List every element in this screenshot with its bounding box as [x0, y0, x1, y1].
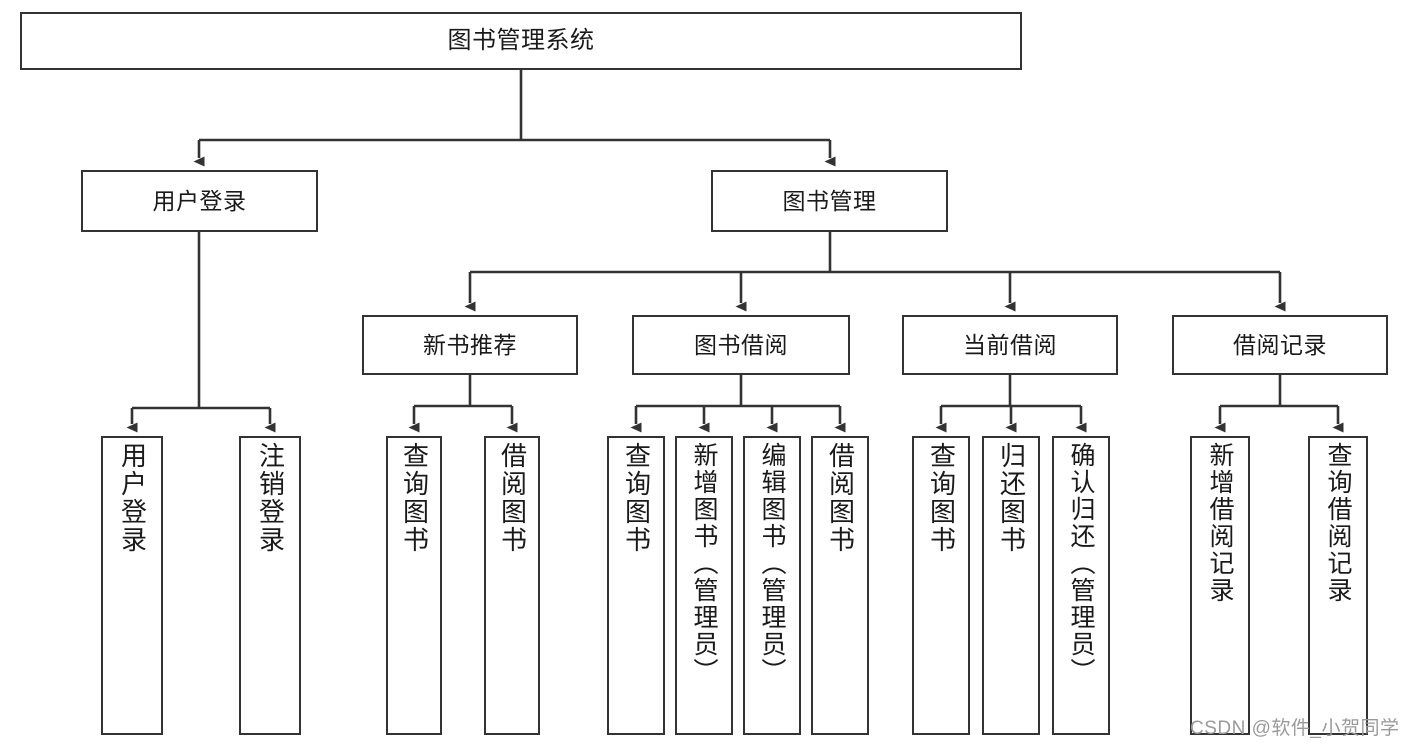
leaf-confirm-return-admin-label: 确认归还（管理员） — [1067, 442, 1095, 685]
leaf-query-book-borrow-label: 查询图书 — [621, 442, 652, 554]
leaf-query-borrow-record-label: 查询借阅记录 — [1324, 442, 1352, 604]
leaf-borrow-book-recommend-label: 借阅图书 — [497, 442, 528, 554]
leaf-logout[interactable]: 注销登录 — [239, 436, 301, 735]
leaf-borrow-book-recommend[interactable]: 借阅图书 — [484, 436, 540, 735]
leaf-edit-book-admin[interactable]: 编辑图书（管理员） — [743, 436, 801, 735]
node-user-login-label: 用户登录 — [152, 187, 247, 214]
node-book-borrow-label: 图书借阅 — [694, 331, 788, 358]
leaf-return-book[interactable]: 归还图书 — [982, 436, 1040, 735]
node-root[interactable]: 图书管理系统 — [20, 12, 1022, 70]
node-borrow-record[interactable]: 借阅记录 — [1172, 315, 1388, 375]
leaf-borrow-book-label: 借阅图书 — [825, 442, 856, 554]
node-borrow-record-label: 借阅记录 — [1233, 331, 1327, 358]
node-user-login[interactable]: 用户登录 — [81, 170, 318, 232]
leaf-query-book-recommend-label: 查询图书 — [399, 442, 430, 554]
leaf-edit-book-admin-label: 编辑图书（管理员） — [758, 442, 786, 685]
leaf-add-borrow-record[interactable]: 新增借阅记录 — [1190, 436, 1250, 735]
leaf-query-book-recommend[interactable]: 查询图书 — [386, 436, 442, 735]
leaf-user-login[interactable]: 用户登录 — [101, 436, 163, 735]
leaf-borrow-book[interactable]: 借阅图书 — [811, 436, 869, 735]
leaf-query-borrow-record[interactable]: 查询借阅记录 — [1308, 436, 1368, 735]
node-new-book-recommend[interactable]: 新书推荐 — [362, 315, 578, 375]
node-new-book-recommend-label: 新书推荐 — [423, 331, 517, 358]
leaf-add-borrow-record-label: 新增借阅记录 — [1206, 442, 1234, 604]
node-root-label: 图书管理系统 — [447, 27, 595, 55]
node-book-management-label: 图书管理 — [782, 187, 877, 214]
node-book-management[interactable]: 图书管理 — [711, 170, 948, 232]
node-book-borrow[interactable]: 图书借阅 — [632, 315, 850, 375]
leaf-user-login-label: 用户登录 — [117, 442, 148, 554]
leaf-add-book-admin[interactable]: 新增图书（管理员） — [675, 436, 733, 735]
leaf-query-book-current[interactable]: 查询图书 — [912, 436, 970, 735]
leaf-logout-label: 注销登录 — [255, 442, 286, 554]
leaf-add-book-admin-label: 新增图书（管理员） — [690, 442, 718, 685]
csdn-watermark: CSDN @软件_小贺同学 — [1190, 718, 1400, 739]
leaf-query-book-current-label: 查询图书 — [926, 442, 957, 554]
node-current-borrow[interactable]: 当前借阅 — [902, 315, 1118, 375]
node-current-borrow-label: 当前借阅 — [963, 331, 1057, 358]
leaf-query-book-borrow[interactable]: 查询图书 — [607, 436, 665, 735]
leaf-confirm-return-admin[interactable]: 确认归还（管理员） — [1052, 436, 1110, 735]
leaf-return-book-label: 归还图书 — [996, 442, 1027, 554]
